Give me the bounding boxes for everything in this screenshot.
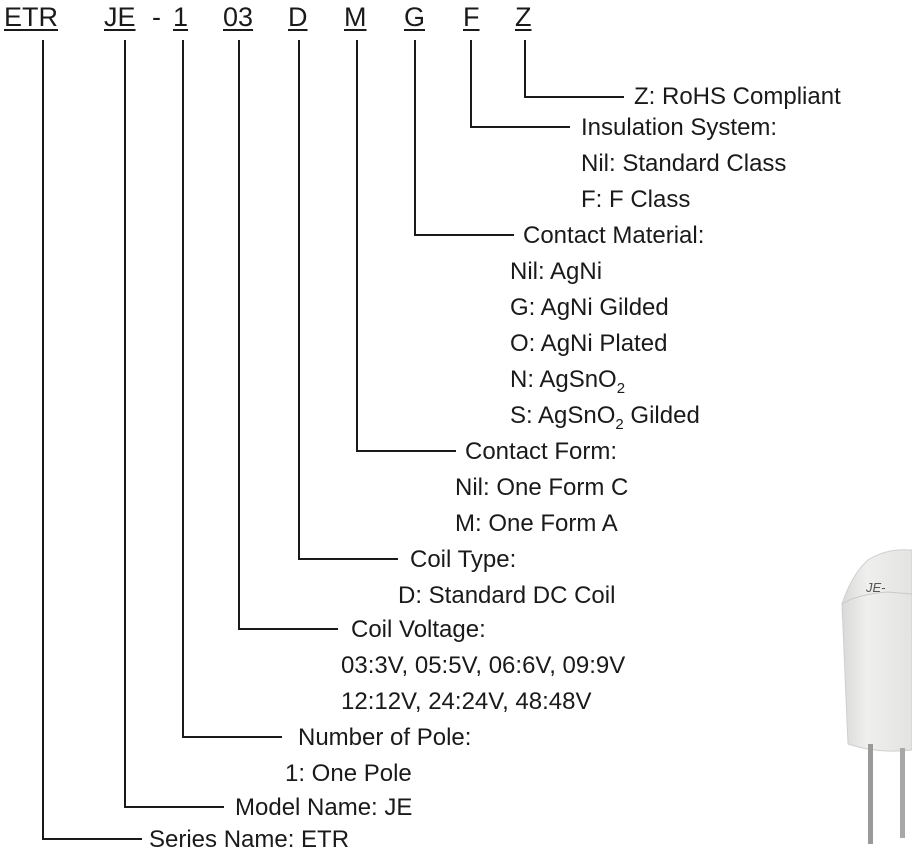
label-insulation-title: Insulation System: — [581, 114, 778, 141]
label-form-m: M: One Form A — [455, 510, 618, 537]
connector-form-v — [356, 40, 358, 451]
label-coil-type-title: Coil Type: — [410, 546, 517, 573]
code-separator: - — [152, 2, 161, 32]
connector-material-h — [414, 234, 514, 236]
code-contact-form: M — [344, 2, 367, 32]
label-form-title: Contact Form: — [465, 438, 618, 465]
connector-pole-v — [182, 40, 184, 737]
label-rohs: Z: RoHS Compliant — [634, 83, 841, 110]
connector-model-v — [124, 40, 126, 807]
relay-photo: JE- — [841, 549, 912, 844]
code-model: JE — [104, 2, 136, 32]
relay-top-edge — [841, 591, 912, 605]
connector-voltage-v — [238, 40, 240, 629]
label-material-nil: Nil: AgNi — [510, 258, 603, 285]
connector-rohs-h — [524, 96, 624, 98]
code-voltage: 03 — [223, 2, 254, 32]
label-pole-1: 1: One Pole — [285, 760, 412, 787]
label-voltage-line2: 12:12V, 24:24V, 48:48V — [341, 688, 592, 715]
connector-insulation-v — [470, 40, 472, 127]
code-coil-type: D — [288, 2, 308, 32]
code-rohs: Z — [515, 2, 532, 32]
relay-marking: JE- — [865, 580, 886, 595]
label-insulation-nil: Nil: Standard Class — [581, 150, 787, 177]
connector-rohs-v — [524, 40, 526, 97]
relay-pin-left — [868, 744, 873, 844]
label-model: Model Name: JE — [235, 794, 413, 821]
connector-material-v — [414, 40, 416, 235]
label-coil-type-d: D: Standard DC Coil — [398, 582, 616, 609]
label-voltage-line1: 03:3V, 05:5V, 06:6V, 09:9V — [341, 652, 626, 679]
relay-pin-right — [900, 748, 905, 838]
label-pole-title: Number of Pole: — [298, 724, 472, 751]
connector-insulation-h — [470, 126, 570, 128]
connector-model-h — [124, 806, 224, 808]
connector-form-h — [356, 450, 456, 452]
label-material-n-pre: N: AgSnO — [510, 366, 617, 393]
code-insulation: F — [463, 2, 480, 32]
code-pole: 1 — [173, 2, 189, 32]
label-material-s: S: AgSnO2 Gilded — [510, 401, 700, 433]
label-material-n-sub: 2 — [616, 379, 626, 397]
connector-series-h — [42, 838, 142, 840]
label-material-o: O: AgNi Plated — [510, 330, 668, 357]
connector-voltage-h — [238, 628, 338, 630]
label-material-s-post: Gilded — [623, 402, 700, 429]
code-series: ETR — [4, 2, 58, 32]
label-voltage-title: Coil Voltage: — [351, 616, 486, 643]
label-material-g: G: AgNi Gilded — [510, 294, 669, 321]
label-material-n: N: AgSnO2 — [510, 365, 626, 397]
label-material-s-sub: 2 — [615, 415, 624, 433]
connector-series-v — [42, 40, 44, 839]
connector-pole-h — [182, 736, 282, 738]
label-form-nil: Nil: One Form C — [455, 474, 629, 501]
connector-coil-type-v — [298, 40, 300, 559]
label-series: Series Name: ETR — [149, 826, 350, 853]
code-contact-material: G — [404, 2, 426, 32]
label-material-s-pre: S: AgSnO — [510, 402, 616, 429]
connector-coil-type-h — [298, 558, 398, 560]
label-insulation-f: F: F Class — [581, 186, 691, 213]
relay-body — [841, 549, 912, 752]
label-material-title: Contact Material: — [523, 222, 705, 249]
